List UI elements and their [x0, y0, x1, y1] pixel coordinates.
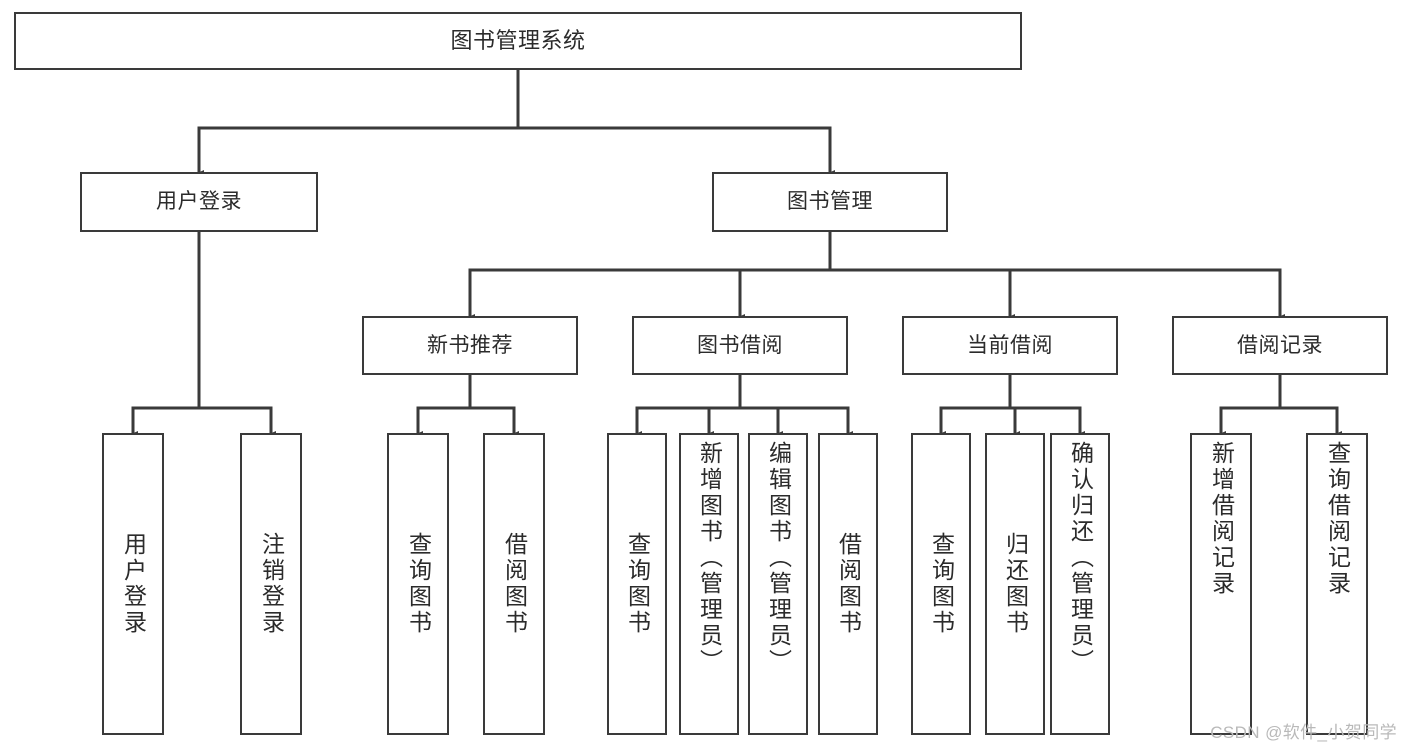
node-leaf-borrow-add-book[interactable]: 新增图书（管理员）: [679, 433, 739, 735]
node-label: 新增借阅记录: [1208, 441, 1235, 597]
node-leaf-cur-return-book[interactable]: 归还图书: [985, 433, 1045, 735]
node-leaf-rec-query-record[interactable]: 查询借阅记录: [1306, 433, 1368, 735]
node-leaf-cur-confirm-return[interactable]: 确认归还（管理员）: [1050, 433, 1110, 735]
node-label: 用户登录: [156, 190, 242, 214]
node-current-borrow[interactable]: 当前借阅: [902, 316, 1118, 375]
node-leaf-rec-add-record[interactable]: 新增借阅记录: [1190, 433, 1252, 735]
node-leaf-borrow-borrow-book[interactable]: 借阅图书: [818, 433, 878, 735]
node-borrow-record[interactable]: 借阅记录: [1172, 316, 1388, 375]
node-label: 用户登录: [120, 532, 147, 636]
node-leaf-cur-query-book[interactable]: 查询图书: [911, 433, 971, 735]
node-new-book-rec[interactable]: 新书推荐: [362, 316, 578, 375]
node-label: 借阅图书: [501, 532, 528, 636]
node-label: 借阅图书: [835, 532, 862, 636]
node-book-borrow[interactable]: 图书借阅: [632, 316, 848, 375]
node-label: 归还图书: [1002, 532, 1029, 636]
node-label: 查询图书: [928, 532, 955, 636]
node-leaf-borrow-edit-book[interactable]: 编辑图书（管理员）: [748, 433, 808, 735]
node-label: 查询图书: [624, 532, 651, 636]
node-label: 当前借阅: [967, 333, 1053, 357]
node-label: 新书推荐: [427, 333, 513, 357]
node-book-manage[interactable]: 图书管理: [712, 172, 948, 232]
node-label: 确认归还（管理员）: [1067, 441, 1094, 675]
node-label: 查询借阅记录: [1324, 441, 1351, 597]
node-root[interactable]: 图书管理系统: [14, 12, 1022, 70]
node-label: 图书管理: [787, 190, 873, 214]
node-leaf-borrow-query-book[interactable]: 查询图书: [607, 433, 667, 735]
node-label: 注销登录: [258, 532, 285, 636]
watermark-text: CSDN @软件_小贺同学: [1210, 723, 1397, 742]
node-label: 借阅记录: [1237, 333, 1323, 357]
connector-lines: [126, 68, 1342, 442]
node-leaf-user-login[interactable]: 用户登录: [102, 433, 164, 735]
node-label: 查询图书: [405, 532, 432, 636]
node-label: 新增图书（管理员）: [696, 441, 723, 675]
node-label: 图书管理系统: [450, 27, 586, 53]
node-label: 编辑图书（管理员）: [765, 441, 792, 675]
node-leaf-user-logout[interactable]: 注销登录: [240, 433, 302, 735]
node-label: 图书借阅: [697, 333, 783, 357]
node-user-login[interactable]: 用户登录: [80, 172, 318, 232]
node-leaf-rec-borrow-book[interactable]: 借阅图书: [483, 433, 545, 735]
node-leaf-rec-query-book[interactable]: 查询图书: [387, 433, 449, 735]
